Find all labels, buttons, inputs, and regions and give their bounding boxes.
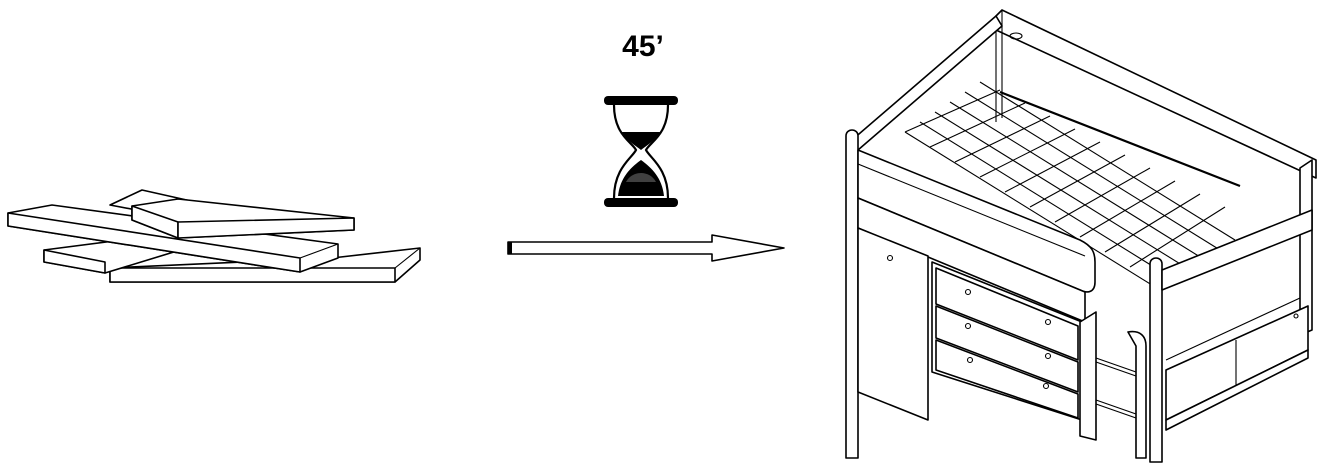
hourglass-icon — [604, 96, 678, 207]
loft-bed-icon — [845, 9, 1317, 463]
assembly-time-label: 45’ — [622, 30, 664, 63]
right-arrow-icon — [507, 234, 785, 262]
flat-panels-icon — [7, 189, 421, 283]
